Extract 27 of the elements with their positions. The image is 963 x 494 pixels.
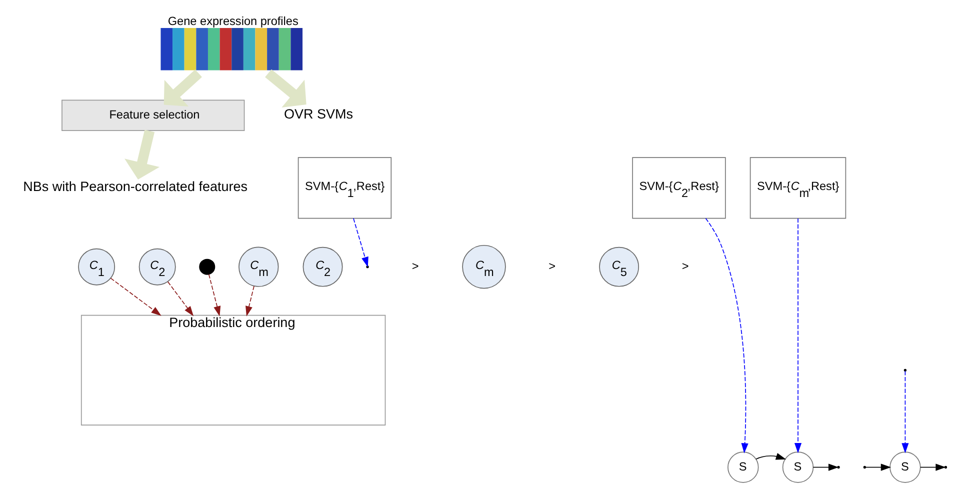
arrow [756, 452, 786, 460]
arrow [265, 69, 306, 108]
arrow [705, 218, 748, 454]
node-text: OVR SVMs [284, 106, 353, 122]
arrow [164, 69, 202, 107]
arrow [353, 218, 368, 268]
node-text: NBs with Pearson-correlated features [23, 179, 248, 194]
node-circle: S [782, 452, 814, 483]
arrow [865, 464, 892, 471]
label: > [548, 258, 556, 273]
node-circle: S [890, 452, 921, 483]
arrow [208, 274, 221, 316]
arrow [920, 464, 946, 471]
arrow [110, 278, 162, 316]
arrow [246, 286, 254, 316]
arrow [124, 130, 160, 180]
node-circle [199, 258, 216, 275]
node-circle: S [728, 452, 759, 483]
label: > [682, 258, 689, 273]
arrow [167, 281, 194, 316]
node-box: Feature selection [62, 100, 245, 131]
node-box: Probabilistic ordering [80, 314, 386, 426]
arrow [794, 218, 802, 454]
arrow [902, 370, 909, 454]
node-label: Gene expression profiles [168, 14, 298, 28]
label: > [412, 258, 419, 273]
arrow [812, 464, 839, 471]
